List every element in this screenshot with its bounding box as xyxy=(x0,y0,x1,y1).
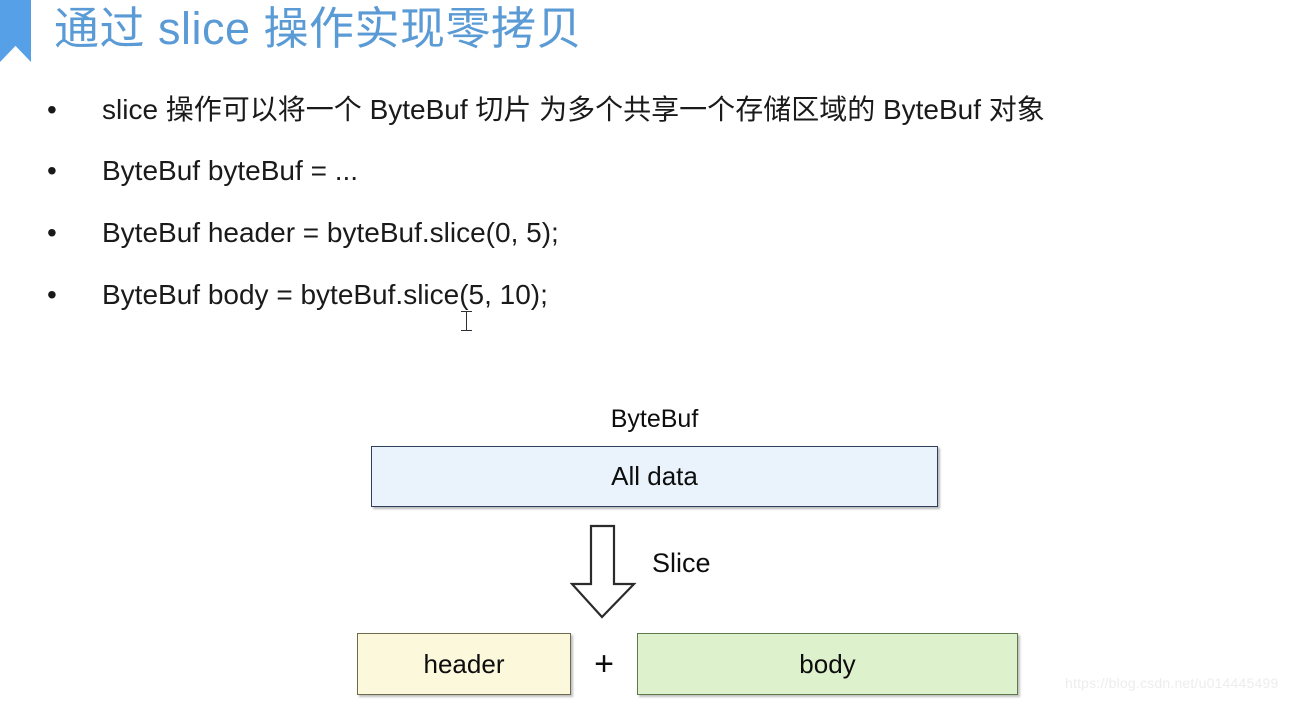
down-arrow-icon xyxy=(570,524,640,620)
bullet-marker-icon: • xyxy=(47,279,57,310)
diagram-all-data-box: All data xyxy=(371,446,938,507)
list-item-text: ByteBuf header = byteBuf.slice(0, 5); xyxy=(102,217,559,248)
diagram-slice-label: Slice xyxy=(652,548,711,578)
diagram-body-box: body xyxy=(637,633,1018,695)
page-title: 通过 slice 操作实现零拷贝 xyxy=(54,3,583,54)
text-cursor-icon xyxy=(461,311,472,331)
list-item-text: ByteBuf byteBuf = ... xyxy=(102,155,359,186)
list-item: • slice 操作可以将一个 ByteBuf 切片 为多个共享一个存储区域的 … xyxy=(44,88,1164,131)
diagram-body-label: body xyxy=(799,648,856,679)
bullet-marker-icon: • xyxy=(47,217,57,248)
list-item-text: slice 操作可以将一个 ByteBuf 切片 为多个共享一个存储区域的 By… xyxy=(102,94,1045,125)
bullet-marker-icon: • xyxy=(47,155,57,186)
diagram-header-box: header xyxy=(357,633,571,695)
diagram-header-label: header xyxy=(423,648,505,679)
diagram-all-data-label: All data xyxy=(611,461,698,491)
list-item: • ByteBuf body = byteBuf.slice(5, 10); xyxy=(44,273,1164,316)
diagram-bytebuf-label: ByteBuf xyxy=(610,405,699,433)
ribbon-bookmark-icon xyxy=(0,0,31,62)
diagram-plus-sign: + xyxy=(594,644,614,683)
bullet-marker-icon: • xyxy=(47,94,57,125)
list-item: • ByteBuf header = byteBuf.slice(0, 5); xyxy=(44,211,1164,254)
list-item: • ByteBuf byteBuf = ... xyxy=(44,149,1164,192)
bullet-list: • slice 操作可以将一个 ByteBuf 切片 为多个共享一个存储区域的 … xyxy=(44,88,1164,316)
watermark: https://blog.csdn.net/u014445499 xyxy=(1065,675,1279,691)
list-item-text: ByteBuf body = byteBuf.slice(5, 10); xyxy=(102,279,548,310)
